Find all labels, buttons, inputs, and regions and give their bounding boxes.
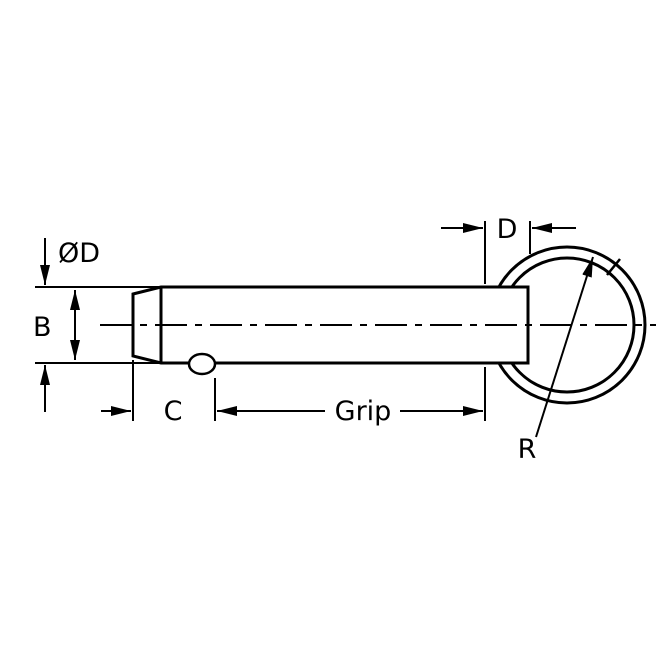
detent-ball bbox=[187, 352, 217, 376]
label-d: D bbox=[497, 214, 518, 245]
label-od: ØD bbox=[58, 238, 100, 269]
ring-split-mark bbox=[606, 258, 621, 276]
label-r: R bbox=[518, 434, 537, 465]
dimension-labels: ØD B C Grip D R bbox=[33, 214, 536, 465]
dimension-lines bbox=[35, 221, 594, 438]
part-geometry bbox=[100, 245, 656, 405]
label-c: C bbox=[164, 396, 183, 427]
label-grip: Grip bbox=[335, 396, 392, 427]
label-b: B bbox=[33, 312, 52, 343]
r-leader-line bbox=[535, 256, 594, 438]
